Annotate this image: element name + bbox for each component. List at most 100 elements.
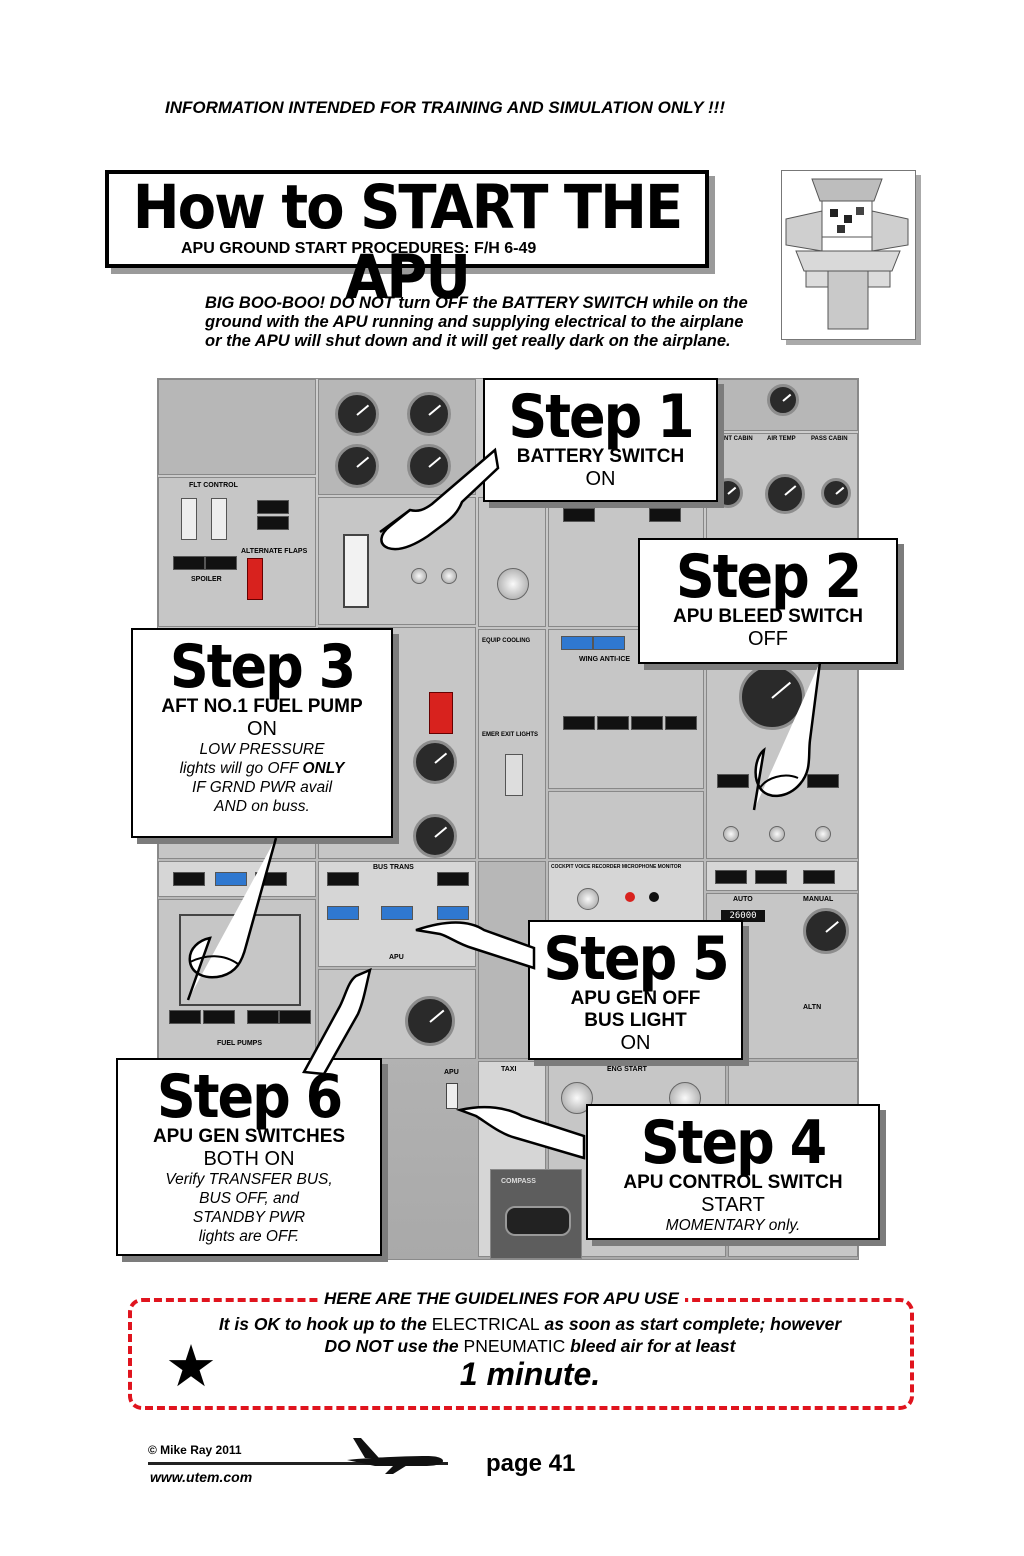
indicator-lamp <box>257 500 289 514</box>
disclaimer: INFORMATION INTENDED FOR TRAINING AND SI… <box>164 98 725 117</box>
indicator-lamp <box>215 872 247 886</box>
low-pressure-lamp <box>203 1010 235 1024</box>
step-action: ON <box>620 1032 651 1054</box>
gauge <box>413 814 457 858</box>
outflow-valve-gauge <box>803 908 849 954</box>
panel-label: APU <box>444 1069 459 1076</box>
step-note: lights are OFF. <box>198 1228 300 1245</box>
step-4-box: Step 4 APU CONTROL SWITCH START MOMENTAR… <box>586 1104 880 1240</box>
valve-open-lamp <box>593 636 625 650</box>
page-subtitle: APU GROUND START PROCEDURES: F/H 6-49 <box>181 240 537 257</box>
step-heading: Step 6 <box>156 1061 343 1132</box>
gen-drive-oil-temp-gauge <box>413 740 457 784</box>
apu-control-switch[interactable] <box>446 1083 458 1109</box>
apu-control-area: APU <box>444 1069 468 1115</box>
indicator-lamp <box>717 774 749 788</box>
airplane-icon <box>347 1438 443 1474</box>
gauge <box>407 444 451 488</box>
cvr-test-button[interactable] <box>577 888 599 910</box>
erase-button[interactable] <box>625 892 635 902</box>
panel-section <box>706 379 858 431</box>
pointing-hand-icon <box>379 447 500 551</box>
panel-label: CONT CABIN <box>715 436 753 442</box>
gauge <box>407 392 451 436</box>
panel-label: MANUAL <box>803 896 834 903</box>
panel-label: COMPASS <box>501 1178 536 1185</box>
indicator-lamp <box>597 716 629 730</box>
step-note: Verify TRANSFER BUS, <box>165 1171 333 1188</box>
valve-gauge <box>821 478 851 508</box>
indicator-lamp <box>665 716 697 730</box>
page-title: How to START THE APU <box>132 172 683 314</box>
bleed-switch[interactable] <box>815 826 831 842</box>
pointing-hand-icon <box>455 1105 586 1160</box>
step-2-box: Step 2 APU BLEED SWITCH OFF <box>638 538 898 664</box>
star-icon: ★ <box>165 1334 217 1399</box>
indicator-lamp <box>205 556 237 570</box>
alternate-flaps-guard[interactable] <box>247 558 263 600</box>
warning-line: BIG BOO-BOO! DO NOT turn OFF the BATTERY… <box>205 294 748 312</box>
transfer-bus-off-lamp <box>437 872 469 886</box>
cab-util-switch[interactable] <box>411 568 427 584</box>
step-name: BATTERY SWITCH <box>516 446 685 467</box>
indicator-lamp <box>649 508 681 522</box>
apu-gen-off-bus-lamp <box>381 906 413 920</box>
toggle-switch[interactable] <box>211 498 227 540</box>
indicator-lamp <box>803 870 835 884</box>
step-6-box: Step 6 APU GEN SWITCHES BOTH ON Verify T… <box>116 1058 382 1256</box>
panel-label: EQUIP COOLING <box>482 638 531 644</box>
apu-bleed-switch[interactable] <box>769 826 785 842</box>
guidelines-text-part: as soon as start complete; however <box>539 1314 842 1334</box>
panel-light-controls <box>478 497 546 627</box>
temp-gauge <box>765 474 805 514</box>
ife-pass-seat-switch[interactable] <box>441 568 457 584</box>
emer-exit-switch[interactable] <box>505 754 523 796</box>
brightness-knob[interactable] <box>497 568 529 600</box>
indicator-lamp <box>631 716 663 730</box>
step-name: BUS LIGHT <box>584 1010 687 1031</box>
indicator-lamp <box>807 774 839 788</box>
step-note-emphasis: ONLY <box>302 760 345 777</box>
bleed-switch[interactable] <box>723 826 739 842</box>
test-button[interactable] <box>649 892 659 902</box>
step-action: BOTH ON <box>203 1148 295 1170</box>
step-1-box: Step 1 BATTERY SWITCH ON <box>483 378 718 502</box>
pressurization-lamps <box>706 861 858 891</box>
guidelines-line: DO NOT use the PNEUMATIC bleed air for a… <box>130 1335 930 1357</box>
toggle-switch[interactable] <box>181 498 197 540</box>
guidelines-title: HERE ARE THE GUIDELINES FOR APU USE <box>318 1289 685 1309</box>
equipment-cooling-panel: EQUIP COOLING EMER EXIT LIGHTS <box>478 629 546 859</box>
warning-line: or the APU will shut down and it will ge… <box>205 332 731 350</box>
gauge <box>335 444 379 488</box>
panel-label: FLT CONTROL <box>189 482 238 489</box>
page-number: page 41 <box>486 1450 576 1477</box>
transfer-bus-off-lamp <box>327 872 359 886</box>
indicator-lamp <box>173 872 205 886</box>
panel-label: ALTERNATE FLAPS <box>241 548 308 555</box>
panel-label: AUTO <box>733 896 753 903</box>
panel-label: FUEL PUMPS <box>217 1040 262 1047</box>
standby-compass: COMPASS <box>490 1169 582 1259</box>
footer-rule <box>148 1462 448 1465</box>
panel-label: AIR TEMP <box>767 436 796 442</box>
step-action: START <box>701 1194 765 1216</box>
warning-line: ground with the APU running and supplyin… <box>205 313 744 331</box>
indicator-lamp <box>715 870 747 884</box>
low-pressure-lamp <box>247 1010 279 1024</box>
one-minute-text: 1 minute. <box>459 1356 601 1392</box>
panel-section <box>158 379 316 475</box>
indicator-lamp <box>755 870 787 884</box>
copyright: © Mike Ray 2011 <box>148 1443 242 1457</box>
bus-transfer-panel: BUS TRANS APU <box>318 861 476 967</box>
step-heading: Step 5 <box>543 923 729 994</box>
step-action: ON <box>585 468 616 490</box>
gauge-panel <box>318 379 476 495</box>
step-note: BUS OFF, and <box>199 1190 299 1207</box>
step-note: LOW PRESSURE <box>199 741 325 758</box>
disconnect-guard[interactable] <box>429 692 453 734</box>
flight-control-panel: FLT CONTROL ALTERNATE FLAPS SPOILER <box>158 477 316 627</box>
battery-switch-guard[interactable] <box>343 534 369 608</box>
step-name: AFT NO.1 FUEL PUMP <box>161 696 363 717</box>
step-3-box: Step 3 AFT NO.1 FUEL PUMP ON LOW PRESSUR… <box>131 628 393 838</box>
apu-egt-gauge <box>405 996 455 1046</box>
